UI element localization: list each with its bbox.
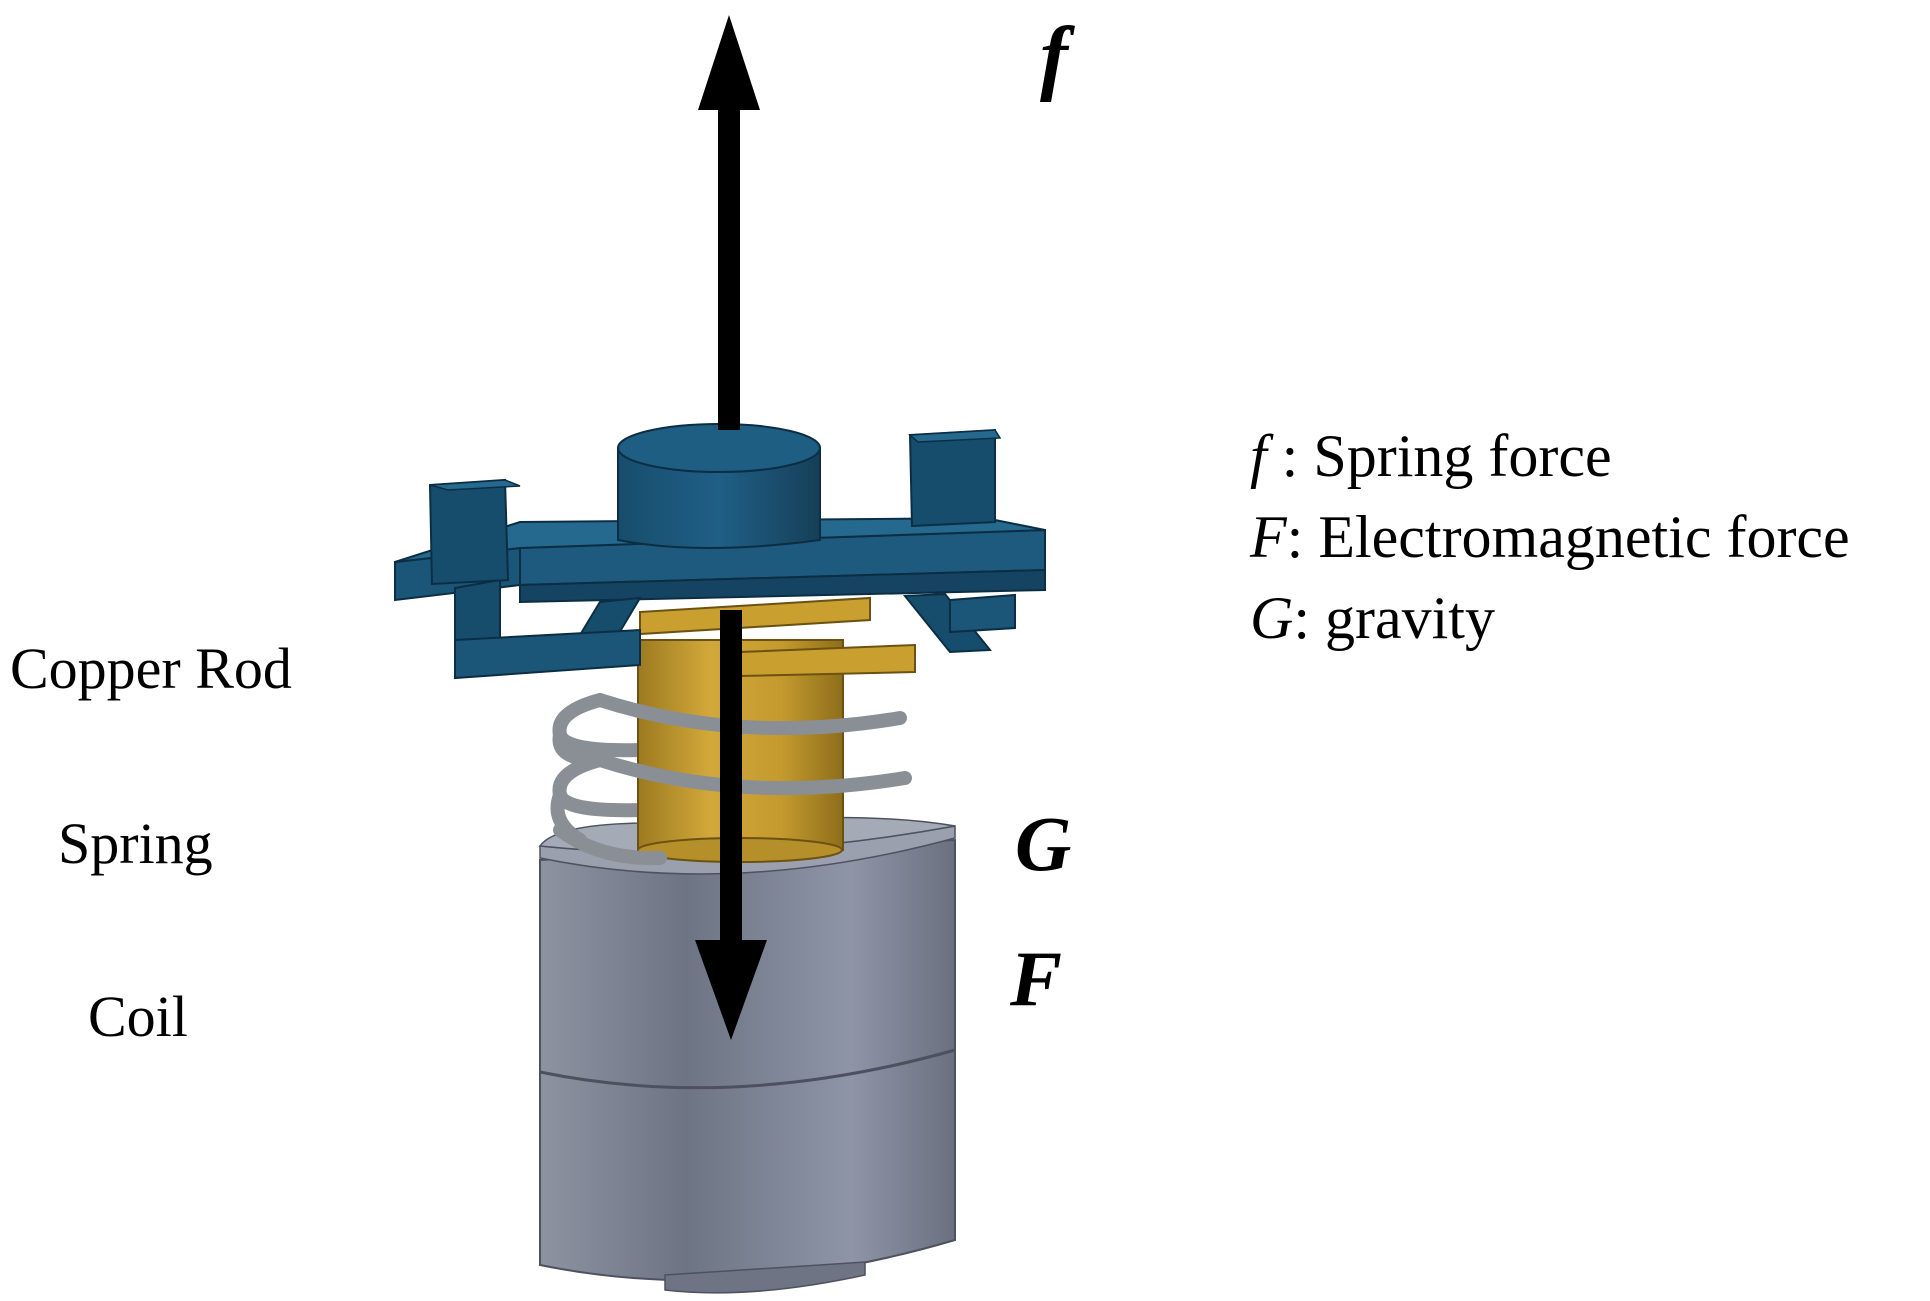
legend-symbol: f [1250, 423, 1267, 489]
spring-label: Spring [58, 811, 213, 876]
force-label-G: G [1015, 800, 1072, 887]
legend-symbol: G [1250, 585, 1294, 651]
spring-force-arrow [698, 15, 760, 430]
legend-text: : Electromagnetic force [1286, 504, 1850, 570]
legend-text: : Spring force [1266, 423, 1612, 489]
spring-front [550, 693, 912, 866]
downward-force-arrow [695, 610, 767, 1040]
legend-item-electromagnetic-force: F: Electromagnetic force [1250, 507, 1850, 567]
legend-item-spring-force: f : Spring force [1250, 426, 1612, 486]
coil-label: Coil [88, 984, 188, 1049]
coil-body [538, 816, 956, 1294]
armature-bracket [394, 423, 1046, 680]
copper-rod-label: Copper Rod [10, 636, 292, 701]
legend-item-gravity: G: gravity [1250, 588, 1495, 648]
legend-symbol: F [1250, 504, 1287, 570]
force-label-F: F [1010, 935, 1063, 1022]
force-label-f: f [1040, 10, 1068, 103]
legend-text: : gravity [1293, 585, 1495, 651]
